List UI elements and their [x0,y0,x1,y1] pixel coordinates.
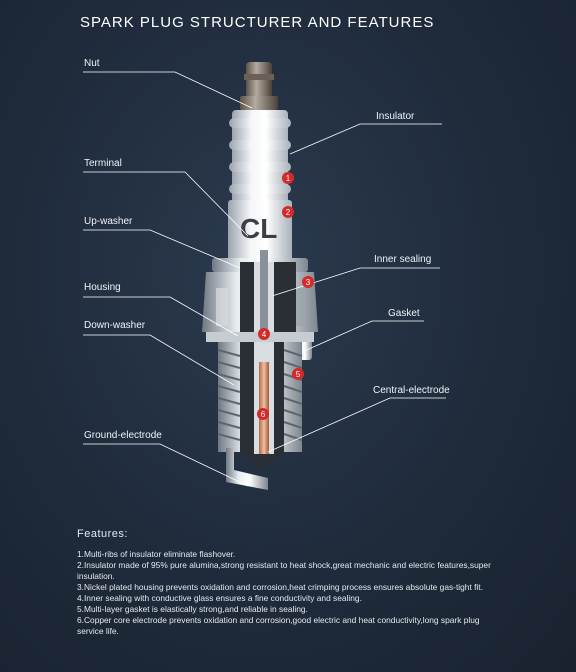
marker-5: 5 [292,368,304,380]
label-insulator: Insulator [376,111,415,122]
label-down-washer: Down-washer [84,320,146,331]
label-housing: Housing [84,282,121,293]
marker-3-label: 3 [306,278,311,287]
feature-item-5: 5.Multi-layer gasket is elastically stro… [77,604,308,614]
feature-item-4: 4.Inner sealing with conductive glass en… [77,593,362,603]
feature-item-1: 1.Multi-ribs of insulator eliminate flas… [77,549,236,559]
marker-3: 3 [302,276,314,288]
marker-1-label: 1 [286,174,291,183]
features-heading: Features: [77,528,128,540]
feature-item-6: 6.Copper core electrode prevents oxidati… [77,615,480,636]
label-terminal: Terminal [84,158,122,169]
feature-item-3: 3.Nickel plated housing prevents oxidati… [77,582,483,592]
label-gasket: Gasket [388,308,420,319]
label-inner-sealing: Inner sealing [374,254,432,265]
page-title: SPARK PLUG STRUCTURER AND FEATURES [80,14,435,31]
label-up-washer: Up-washer [84,216,133,227]
marker-1: 1 [282,172,294,184]
brand-logo: CL [240,213,277,244]
feature-item-2: 2.Insulator made of 95% pure alumina,str… [77,560,491,581]
terminal-rod [260,250,268,330]
marker-6: 6 [257,408,269,420]
nut-shape [240,62,278,110]
marker-2-label: 2 [286,208,291,217]
features-section: Features: 1.Multi-ribs of insulator elim… [77,528,497,637]
leader-lines [83,71,446,487]
thread-section [217,342,303,470]
marker-4-label: 4 [262,330,267,339]
ground-electrode-shape [226,448,268,490]
insulator-shape [228,110,292,262]
label-ground-electrode: Ground-electrode [84,430,162,441]
label-nut: Nut [84,58,100,69]
marker-2: 2 [282,206,294,218]
marker-5-label: 5 [296,370,301,379]
marker-4: 4 [258,328,270,340]
marker-6-label: 6 [261,410,266,419]
label-central-electrode: Central-electrode [373,385,450,396]
